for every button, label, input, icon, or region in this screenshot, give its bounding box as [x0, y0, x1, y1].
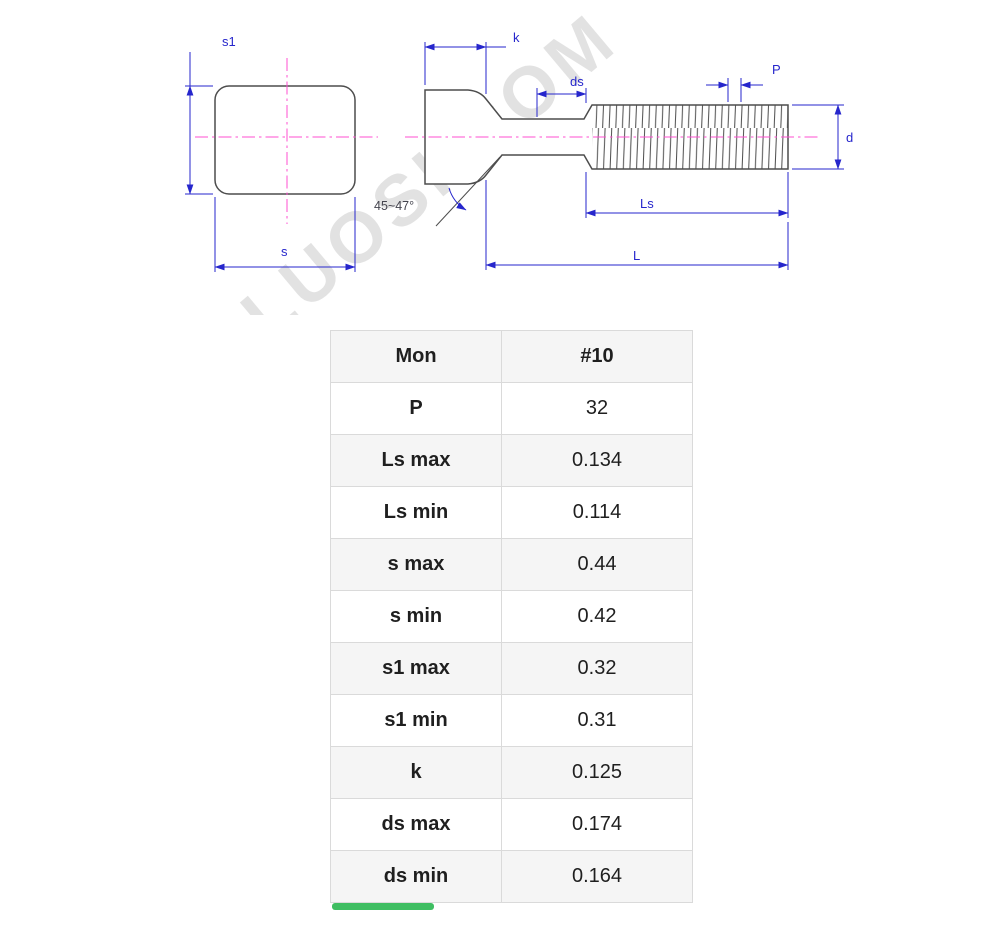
spec-label: Ls min — [330, 486, 502, 539]
angle-callout-label: 45~47° — [374, 199, 414, 213]
spec-label: s1 min — [330, 694, 502, 747]
spec-label: P — [330, 382, 502, 435]
technical-drawing: LUOSI.COM — [185, 0, 853, 315]
dim-label-L: L — [633, 248, 640, 263]
spec-value: 0.44 — [501, 538, 693, 591]
spec-value: 0.164 — [501, 850, 693, 903]
spec-label: s1 max — [330, 642, 502, 695]
spec-label: k — [330, 746, 502, 799]
spec-value: 0.114 — [501, 486, 693, 539]
table-row: Mon#10 — [330, 330, 693, 383]
side-view-bolt — [424, 89, 789, 227]
cone-extension-line — [435, 156, 501, 227]
spec-value: 0.174 — [501, 798, 693, 851]
dim-label-P: P — [772, 62, 781, 77]
spec-value: 32 — [501, 382, 693, 435]
dim-label-k: k — [513, 30, 520, 45]
dim-label-s1: s1 — [222, 34, 236, 49]
front-view-square-head — [214, 85, 356, 195]
spec-label: ds min — [330, 850, 502, 903]
dim-label-d: d — [846, 130, 853, 145]
table-scrollbar-thumb[interactable] — [332, 903, 434, 910]
spec-value: 0.125 — [501, 746, 693, 799]
spec-label: s max — [330, 538, 502, 591]
spec-label: Ls max — [330, 434, 502, 487]
dim-label-ds: ds — [570, 74, 584, 89]
centerlines — [195, 58, 818, 224]
spec-value: 0.134 — [501, 434, 693, 487]
spec-value: #10 — [501, 330, 693, 383]
dim-label-s: s — [281, 244, 288, 259]
spec-label: Mon — [330, 330, 502, 383]
spec-label: ds max — [330, 798, 502, 851]
dimensions — [185, 42, 844, 272]
spec-value: 0.42 — [501, 590, 693, 643]
spec-value: 0.32 — [501, 642, 693, 695]
spec-label: s min — [330, 590, 502, 643]
spec-value: 0.31 — [501, 694, 693, 747]
dim-label-Ls: Ls — [640, 196, 654, 211]
